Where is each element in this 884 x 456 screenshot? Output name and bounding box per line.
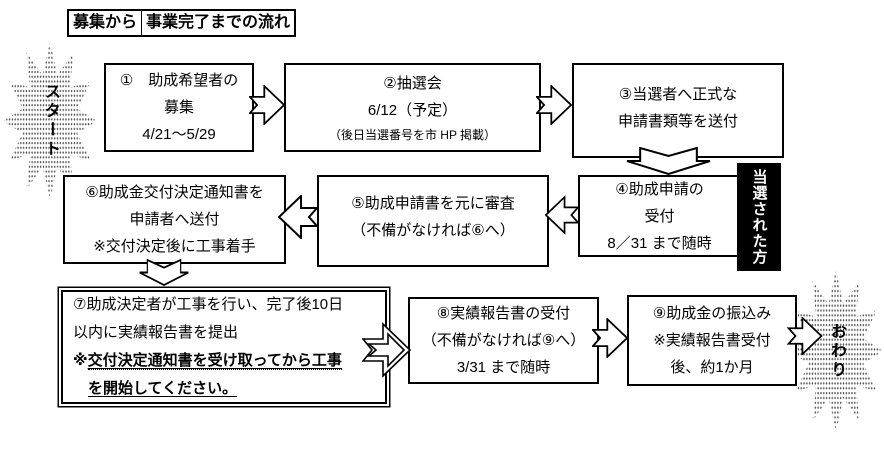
step3-line1: ③当選者へ正式な — [618, 85, 738, 103]
starburst-shape — [789, 270, 883, 432]
start-starburst: スタート — [3, 42, 97, 200]
arrow-step3-to-step4-icon — [626, 147, 711, 175]
arrow-step6-to-step7-icon — [139, 259, 189, 286]
arrow-step1-to-step2-icon — [249, 85, 285, 125]
step-box-6: ⑥助成金交付決定通知書を 申請者へ送付 ※交付決定後に工事着手 — [63, 175, 286, 264]
page-title-part2: 事業完了までの流れ — [141, 11, 294, 35]
step9-line2: ※実績報告書受付 — [653, 332, 771, 349]
end-label: おわり — [828, 322, 845, 380]
start-label: スタート — [42, 83, 59, 159]
step-box-5: ⑤助成申請書を元に審査 （不備がなければ⑥へ） — [317, 175, 549, 267]
starburst-shape — [3, 42, 97, 200]
step7-warning-text2: を開始してください。 — [88, 375, 238, 404]
step7-warning-prefix: ※ — [73, 351, 88, 369]
step4-line1: ④助成申請の — [615, 180, 704, 198]
step5-line1: ⑤助成申請書を元に審査 — [351, 195, 515, 212]
step-box-4: ④助成申請の 受付 8／31 まで随時 — [578, 175, 741, 257]
step7-line2: 以内に実績報告書を提出 — [73, 323, 239, 341]
arrow-step2-to-step3-icon — [536, 85, 572, 125]
step1-line1: ① 助成希望者の — [119, 72, 239, 89]
step6-line2: 申請者へ送付 — [129, 211, 220, 228]
end-starburst: おわり — [789, 270, 883, 432]
winner-tag: 当選された方 — [737, 163, 781, 271]
step-box-2: ②抽選会 6/12（予定） （後日当選番号を市 HP 掲載） — [284, 63, 541, 152]
step7-warning-text1: 交付決定通知書を受け取ってから工事 — [87, 351, 342, 370]
step9-line1: ⑨助成金の振込み — [652, 305, 772, 322]
arrow-step9-to-end-icon — [786, 317, 824, 355]
step4-line2: 受付 — [644, 207, 675, 225]
step-box-7: ⑦助成決定者が工事を行い、完了後10日 以内に実績報告書を提出 ※交付決定通知書… — [61, 290, 387, 404]
page-title-part1: 募集から — [73, 14, 138, 31]
arrow-step5-to-step6-icon — [278, 195, 318, 239]
step2-line2: 6/12（予定） — [367, 101, 458, 119]
step1-line2: 募集 — [163, 99, 194, 116]
step8-line1: ⑧実績報告書の受付 — [436, 305, 571, 322]
step-box-8: ⑧実績報告書の受付 （不備がなければ⑨へ） 3/31 まで随時 — [408, 297, 599, 384]
step4-line3: 8／31 まで随時 — [607, 234, 712, 252]
step7-warning-line1: ※交付決定通知書を受け取ってから工事 — [73, 347, 342, 375]
step-box-1: ① 助成希望者の 募集 4/21～5/29 — [104, 63, 254, 152]
arrow-step4-to-step5-icon — [545, 195, 579, 235]
step6-line1: ⑥助成金交付決定通知書を — [85, 184, 264, 201]
step3-line2: 申請書類等を送付 — [617, 112, 738, 130]
step2-line3: （後日当選番号を市 HP 掲載） — [328, 127, 497, 142]
step-box-3: ③当選者へ正式な 申請書類等を送付 — [572, 63, 784, 158]
step5-line2: （不備がなければ⑥へ） — [351, 222, 515, 239]
step9-line3: 後、約1か月 — [670, 359, 754, 376]
step8-line3: 3/31 まで随時 — [456, 359, 551, 376]
step1-line3: 4/21～5/29 — [142, 126, 216, 143]
arrow-step8-to-step9-icon — [592, 318, 628, 358]
step2-line1: ②抽選会 — [383, 74, 442, 92]
step-box-9: ⑨助成金の振込み ※実績報告書受付 後、約1か月 — [627, 295, 797, 386]
arrow-step7-to-step8-icon — [362, 322, 412, 378]
step8-line2: （不備がなければ⑨へ） — [421, 332, 586, 349]
step6-line3: ※交付決定後に工事着手 — [93, 238, 256, 255]
step7-line1: ⑦助成決定者が工事を行い、完了後10日 — [73, 295, 344, 313]
page-title: 募集から 事業完了までの流れ — [67, 9, 297, 37]
